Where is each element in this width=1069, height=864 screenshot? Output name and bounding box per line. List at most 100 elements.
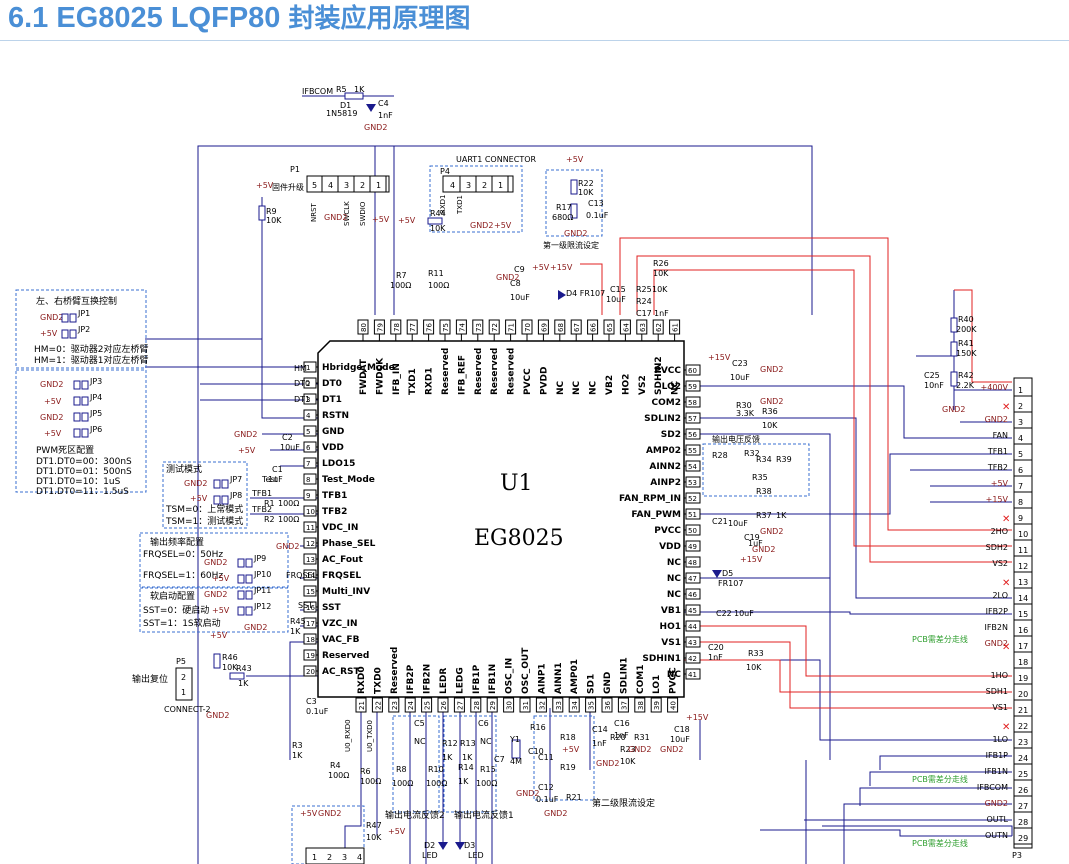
pin-39-name: LO1	[652, 675, 662, 694]
jp2-net: +5V	[40, 329, 58, 338]
p5-part: CONNECT-2	[164, 705, 211, 714]
vzc-gnd2: GND2	[244, 623, 267, 632]
jp9-net: GND2	[204, 558, 227, 567]
pin-50-name: PVCC	[654, 526, 681, 536]
limit1-gnd: GND2	[564, 229, 587, 238]
pin-47-box	[685, 572, 701, 584]
p3-pin-16-net: IFB2N	[984, 623, 1008, 632]
c23-value: 10uF	[730, 373, 750, 382]
r25-value: 10K	[652, 285, 668, 294]
pin-74-number: 74	[458, 323, 466, 332]
ifbcom-feedback: IFBCOM R5 1K D1 1N5819 C4 1nF GND2	[302, 85, 394, 132]
frqsel-net: FRQSEL	[286, 571, 318, 580]
p3-pin-7-number: 7	[1018, 482, 1023, 491]
pin-70-name: PVCC	[523, 368, 533, 395]
pin-46-name: NC	[667, 590, 682, 600]
p3-pin-22-nc-mark: ✕	[1002, 722, 1010, 733]
jp6-ref: JP6	[89, 425, 102, 434]
vb2-supply: GND2 C9 C8 10uF +5V +15V D4 FR107 C15 10…	[496, 259, 669, 318]
red-wire-layer	[580, 237, 1012, 709]
current-feedback: C5 NC R8 100Ω R10 100Ω R12 1K C6 NC R14 …	[385, 719, 514, 821]
pin-11-name: VDC_IN	[322, 523, 358, 533]
pin-28-name: IFB1P	[472, 664, 482, 694]
jp7-a	[213, 479, 221, 489]
pin-51-box	[685, 508, 701, 520]
c12-ref: C12	[538, 783, 554, 792]
r42-ref: R42	[958, 371, 974, 380]
deadtime-line2: DT1.DT0=01：500nS	[36, 467, 132, 477]
pin-62-box	[652, 319, 664, 335]
vfb-box	[702, 443, 810, 497]
pin-11-box	[303, 521, 317, 533]
pin-42-name: SDHIN1	[642, 654, 681, 664]
jp3-ref: JP3	[89, 377, 102, 386]
pin-37-name: SDLIN1	[619, 657, 629, 694]
jp5-net: GND2	[40, 413, 63, 422]
r44-value: 10K	[430, 224, 446, 233]
pin-51-number: 51	[688, 511, 697, 519]
pin-53-box	[685, 476, 701, 488]
pin-26-number: 26	[440, 701, 448, 710]
r33-ref: R33	[748, 649, 764, 658]
r26-value: 10K	[653, 269, 669, 278]
pin-28-box	[470, 697, 482, 713]
c5-value: NC	[414, 737, 426, 746]
r36-value: 10K	[762, 421, 778, 430]
testmode-config: 测试模式 GND2 +5V JP7 JP8 TSM=0：上常模式 TSM=1：测…	[165, 463, 272, 527]
pin-48-box	[685, 556, 701, 568]
pin-52-name: FAN_RPM_IN	[619, 494, 681, 504]
p3-pin-2-nc-mark: ✕	[1002, 402, 1010, 413]
deadtime-config-box	[15, 369, 147, 493]
r46-resistor	[213, 653, 221, 669]
pin-24-name: IFB2P	[406, 664, 416, 694]
limit2-title: 第二级限流设定	[592, 797, 655, 809]
c20-ref: C20	[708, 643, 724, 652]
p3-pin-16-number: 16	[1018, 626, 1028, 635]
r1-ref: R1	[264, 499, 275, 508]
pin-43-box	[685, 636, 701, 648]
pin-33-name: AINN1	[554, 662, 564, 694]
r40-resistor	[950, 317, 958, 333]
pvcc50-gnd: GND2	[760, 527, 783, 536]
c13-value: 0.1uF	[586, 211, 609, 220]
phase-gnd2: GND2	[276, 542, 299, 551]
r3-ref: R3	[292, 741, 303, 750]
com2-gnd: GND2	[760, 397, 783, 406]
pin-39-number: 39	[653, 701, 661, 710]
pcb-note-2: PCB需差分走线	[912, 774, 968, 784]
r4-value: 100Ω	[328, 771, 349, 780]
p4-pin-1: 1	[498, 181, 503, 190]
p3-pin-14-number: 14	[1018, 594, 1028, 603]
c12-value: 0.1uF	[536, 795, 559, 804]
pin-40-number: 40	[670, 701, 678, 710]
ifb1-box	[443, 715, 497, 813]
pin-17-number: 17	[306, 620, 315, 628]
pin-6-number: 6	[306, 444, 311, 452]
jp6-net: +5V	[44, 429, 62, 438]
pin-3-name: DT1	[322, 395, 342, 405]
pin-70-box	[521, 319, 533, 335]
pin-55-number: 55	[688, 447, 697, 455]
softstart-config-box	[139, 587, 289, 633]
pin-66-box	[587, 319, 599, 335]
pin-69-box	[537, 319, 549, 335]
pin-78-box	[390, 319, 402, 335]
p3-pin-15-net: IFB2P	[986, 607, 1009, 616]
page-title-prefix: 6.1 EG8025 LQFP80	[8, 2, 281, 34]
pin-19-name: Reserved	[322, 651, 369, 661]
c14-ref: C14	[592, 725, 608, 734]
r7-ref: R7	[396, 271, 407, 280]
p1-pin-5: 5	[312, 181, 317, 190]
r8-value: 100Ω	[392, 779, 413, 788]
pin-26-box	[437, 697, 449, 713]
p3-pin-25-net: IFB1N	[984, 767, 1008, 776]
c23-gnd: GND2	[760, 365, 783, 374]
pin-47-name: NC	[667, 574, 682, 584]
pin-49-number: 49	[688, 543, 697, 551]
pin-32-box	[535, 697, 547, 713]
d5-ref: D5	[722, 569, 733, 578]
p4-pin-3: 3	[466, 181, 471, 190]
p4-pin-2: 2	[482, 181, 487, 190]
jp5-ref: JP5	[89, 409, 102, 418]
